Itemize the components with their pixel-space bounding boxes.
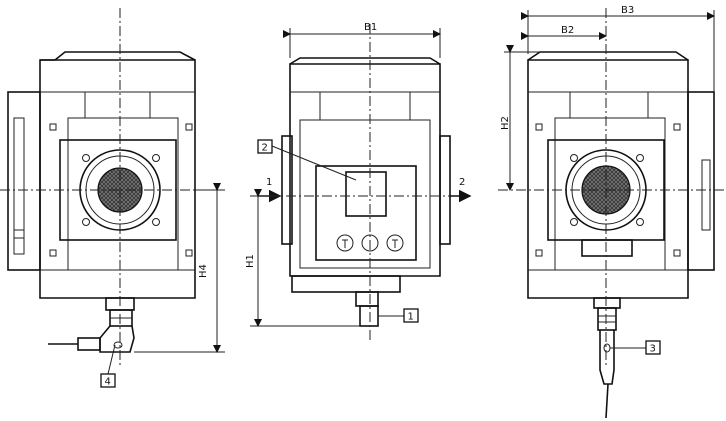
flow-outlet-label: 2 xyxy=(459,177,465,188)
right-view: B3 B2 H2 3 xyxy=(498,5,726,419)
dim-h4-label: H4 xyxy=(198,264,209,278)
middle-body-outline xyxy=(289,63,441,277)
display-panel xyxy=(315,165,417,261)
button-right xyxy=(386,234,404,252)
left-view: H4 4 xyxy=(0,8,225,388)
callout-2: 2 xyxy=(262,143,268,154)
dim-b1-label: B1 xyxy=(364,22,377,33)
callout-1-box xyxy=(403,308,419,323)
callout-4: 4 xyxy=(105,377,111,388)
dim-b2-label: B2 xyxy=(561,25,574,36)
dim-h1-label: H1 xyxy=(245,254,256,268)
display-window xyxy=(345,171,387,217)
inlet-port xyxy=(281,135,293,245)
button-left xyxy=(336,234,354,252)
bottom-fitting xyxy=(359,305,379,327)
right-body-outline xyxy=(527,59,689,299)
right-side-block xyxy=(687,91,715,271)
left-body-outline xyxy=(39,59,196,299)
callout-3: 3 xyxy=(650,344,656,355)
callout-1: 1 xyxy=(408,312,414,323)
dim-b3-label: B3 xyxy=(621,5,634,16)
callout-3-box xyxy=(645,340,661,355)
middle-view: 1 2 B1 H1 2 1 xyxy=(245,22,472,340)
flow-inlet-label: 1 xyxy=(266,177,272,188)
dim-h2-label: H2 xyxy=(500,116,511,130)
outlet-port xyxy=(439,135,451,245)
callout-4-box xyxy=(100,373,116,388)
